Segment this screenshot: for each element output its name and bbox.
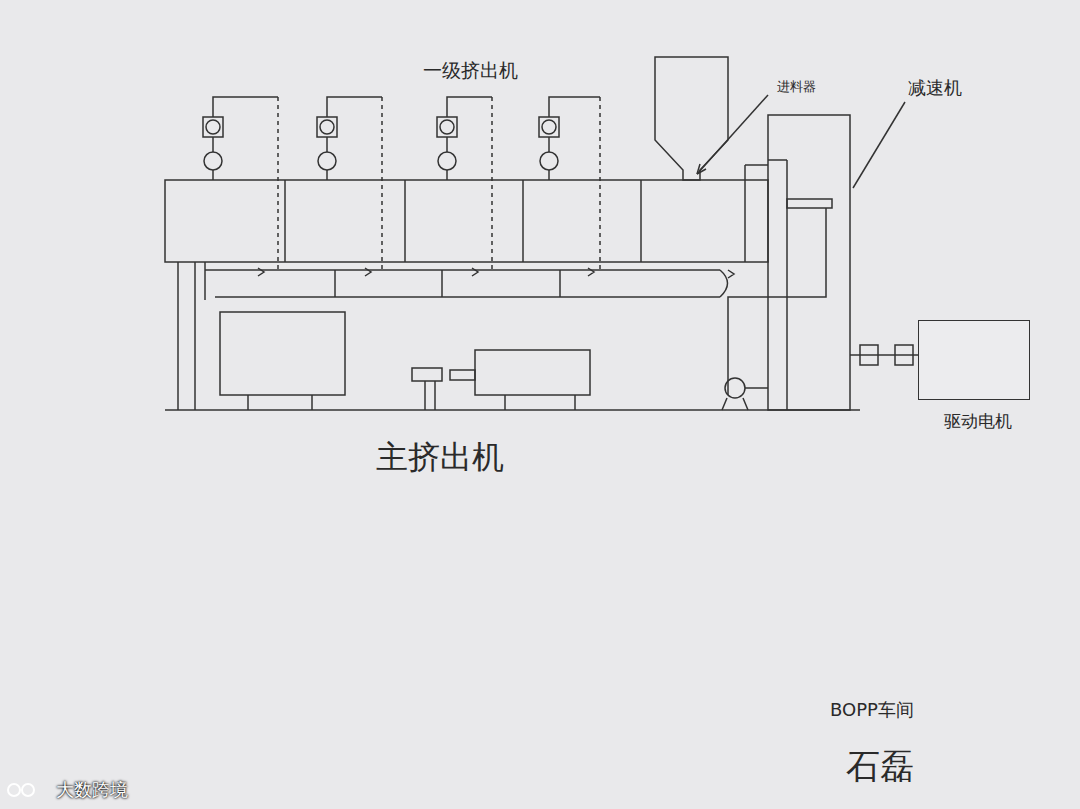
motor-label: 驱动电机: [944, 412, 1012, 431]
motor-box: 驱动电机: [918, 320, 1030, 400]
motor-outline: [918, 320, 1030, 400]
callout-label: 进料器: [777, 80, 816, 94]
callout-label: 减速机: [908, 78, 962, 98]
watermark-logo: [8, 784, 34, 796]
coupling: [850, 345, 918, 365]
hopper: [655, 57, 728, 180]
cooling-pipe: [205, 262, 734, 300]
signature: 石磊: [846, 748, 914, 785]
extruder-line-art: [165, 57, 918, 410]
part-name: 主挤出机: [376, 440, 504, 475]
note: BOPP车间: [830, 700, 914, 720]
leader-line: [697, 95, 768, 174]
pump: [725, 378, 745, 398]
base-line: [165, 409, 860, 411]
leader-line: [853, 102, 905, 188]
barrel: [165, 180, 768, 262]
part-name: 一级挤出机: [423, 60, 518, 81]
pump-unit: [475, 350, 590, 395]
cabinet: [220, 312, 345, 395]
heater-symbols: [203, 97, 600, 272]
reducer: [768, 115, 850, 410]
watermark: 大数跨境: [56, 780, 128, 800]
